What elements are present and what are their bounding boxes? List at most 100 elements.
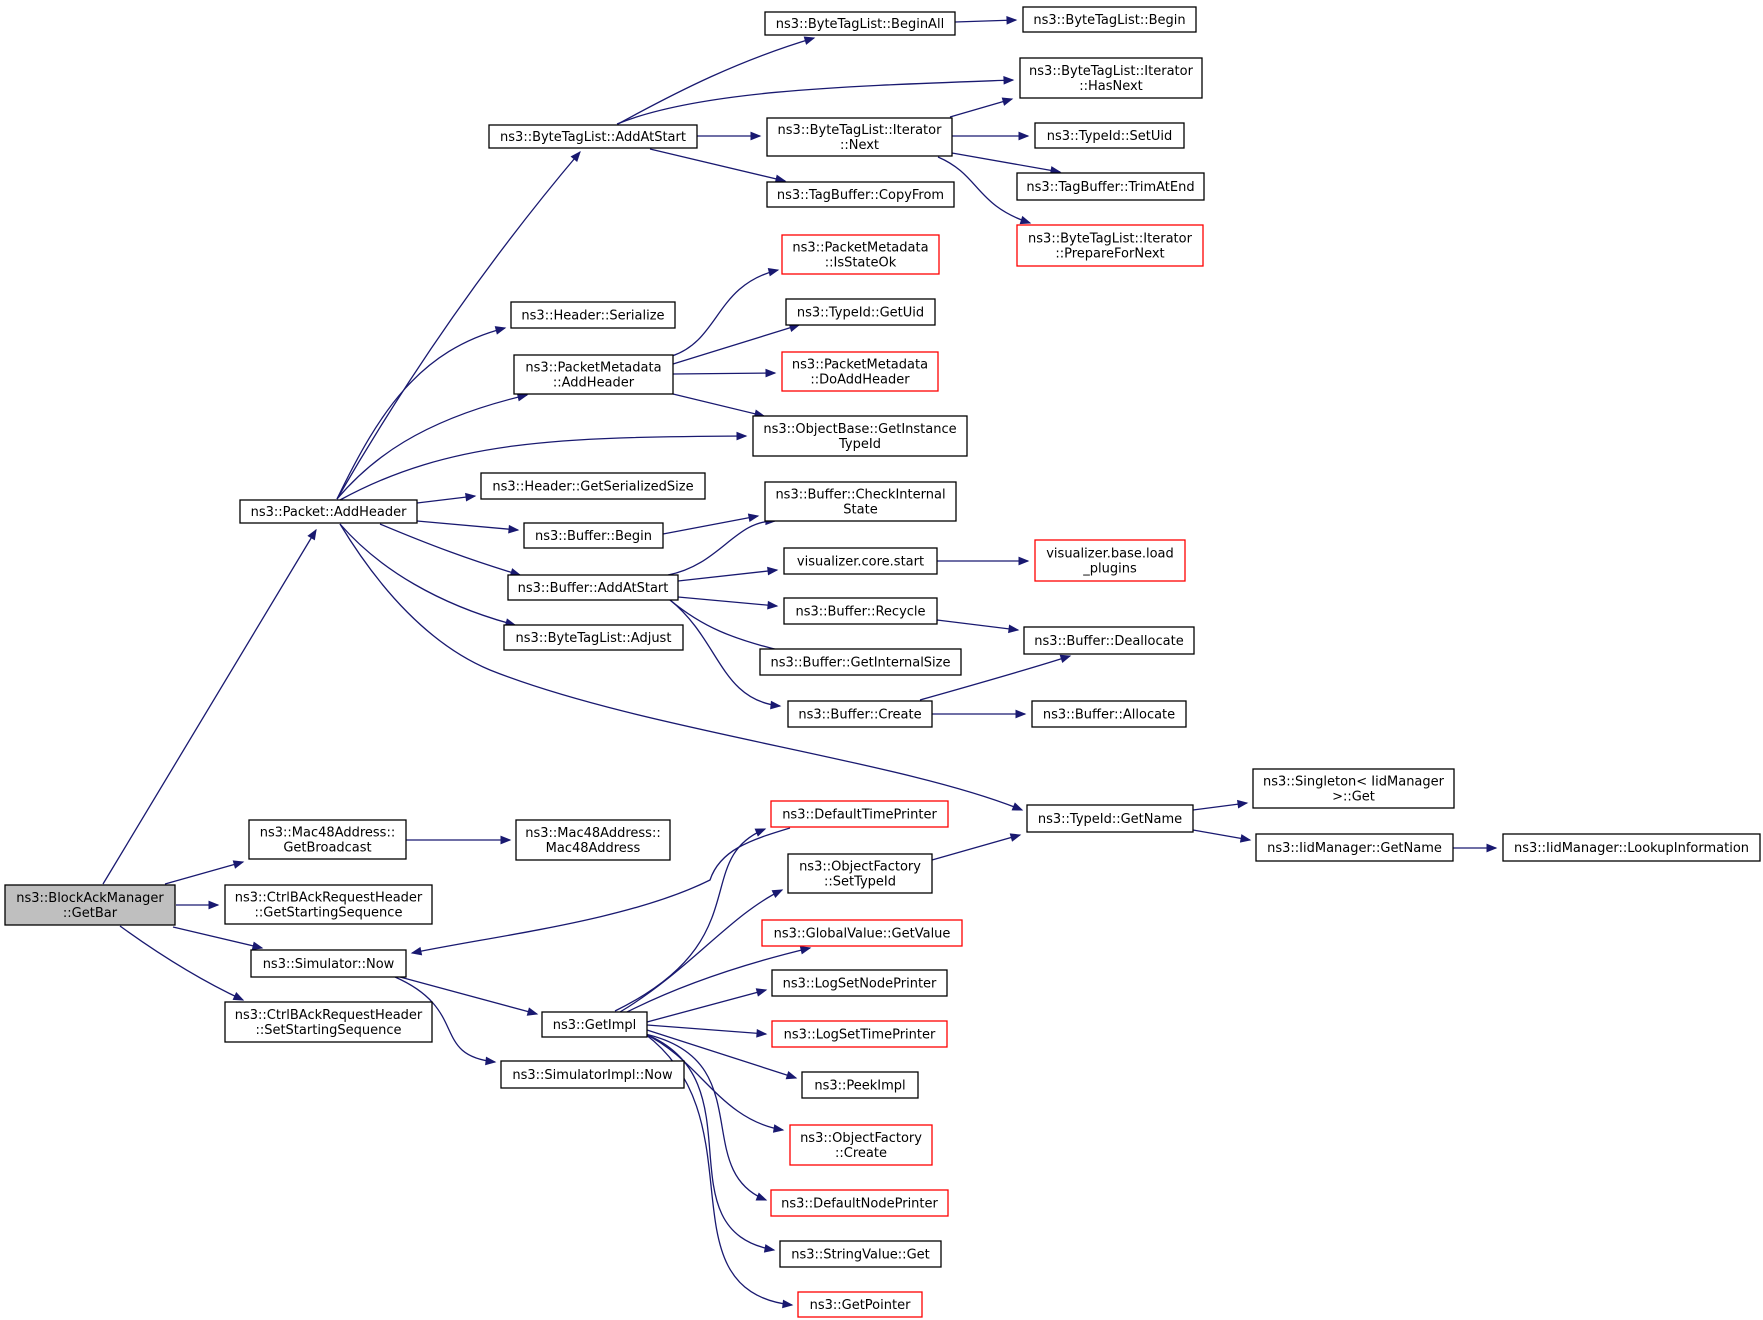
- node-peekimpl[interactable]: ns3::PeekImpl: [801, 1071, 919, 1099]
- edge-pm_addheader-to-ob_getinst: [672, 393, 766, 418]
- node-btli-hasnext[interactable]: ns3::ByteTagList::Iterator::HasNext: [1019, 57, 1203, 99]
- node-label: ns3::IidManager::LookupInformation: [1514, 841, 1749, 856]
- node-label: ns3::Mac48Address::: [525, 826, 660, 841]
- node-getimpl[interactable]: ns3::GetImpl: [541, 1011, 648, 1038]
- node-ctrl-setss[interactable]: ns3::CtrlBAckRequestHeader::SetStartingS…: [224, 1001, 433, 1043]
- node-box: [766, 117, 953, 157]
- edge-mac48_getbc-to-mac48_ctor: [406, 835, 512, 845]
- node-label: ns3::ByteTagList::AddAtStart: [500, 130, 686, 145]
- node-pkt-addheader[interactable]: ns3::Packet::AddHeader: [239, 499, 418, 524]
- node-btl-begin[interactable]: ns3::ByteTagList::Begin: [1022, 6, 1197, 33]
- node-label: visualizer.base.load: [1046, 547, 1174, 562]
- edge-btli_next-to-btli_hasnext: [949, 97, 1014, 118]
- node-of-create[interactable]: ns3::ObjectFactory::Create: [789, 1124, 933, 1166]
- node-btl-addatstart[interactable]: ns3::ByteTagList::AddAtStart: [488, 124, 698, 149]
- node-of-settypeid[interactable]: ns3::ObjectFactory::SetTypeId: [787, 853, 933, 894]
- node-typeid-getuid[interactable]: ns3::TypeId::GetUid: [785, 298, 936, 326]
- edge-buf_addatstart-to-vis_start: [677, 566, 779, 582]
- node-mac48-ctor[interactable]: ns3::Mac48Address::Mac48Address: [515, 819, 671, 861]
- node-label: ns3::Buffer::Recycle: [795, 605, 925, 620]
- node-box: [789, 1124, 933, 1166]
- node-label: ns3::ByteTagList::Iterator: [1028, 232, 1193, 247]
- node-def-nodeprinter[interactable]: ns3::DefaultNodePrinter: [770, 1189, 949, 1217]
- node-log-timeprinter[interactable]: ns3::LogSetTimePrinter: [771, 1020, 948, 1048]
- edge-btli_next-to-btli_prep: [937, 156, 1032, 225]
- node-iid-lookup[interactable]: ns3::IidManager::LookupInformation: [1502, 833, 1761, 862]
- node-buf-create[interactable]: ns3::Buffer::Create: [787, 700, 933, 728]
- node-buf-dealloc[interactable]: ns3::Buffer::Deallocate: [1023, 626, 1195, 655]
- edge-btl_beginall-to-btl_begin: [954, 15, 1018, 25]
- node-typeid-setuid[interactable]: ns3::TypeId::SetUid: [1034, 122, 1185, 149]
- node-box: [523, 522, 664, 549]
- node-vis-load[interactable]: visualizer.base.load_plugins: [1034, 539, 1186, 582]
- node-label: ::SetStartingSequence: [255, 1023, 401, 1038]
- node-label: ns3::LogSetTimePrinter: [784, 1028, 936, 1043]
- node-btl-adjust[interactable]: ns3::ByteTagList::Adjust: [503, 624, 684, 651]
- node-sv-get[interactable]: ns3::StringValue::Get: [779, 1240, 942, 1268]
- node-buf-getint[interactable]: ns3::Buffer::GetInternalSize: [759, 648, 962, 676]
- node-label: ns3::TypeId::GetUid: [797, 306, 924, 321]
- node-label: _plugins: [1082, 562, 1137, 577]
- node-label: ns3::Simulator::Now: [263, 957, 395, 972]
- node-label: ns3::TypeId::GetName: [1038, 812, 1182, 827]
- node-sim-now[interactable]: ns3::Simulator::Now: [250, 949, 407, 978]
- node-hdr-serialize[interactable]: ns3::Header::Serialize: [510, 301, 676, 329]
- node-box: [1022, 6, 1197, 33]
- node-buf-addatstart[interactable]: ns3::Buffer::AddAtStart: [507, 574, 679, 601]
- node-iid-getname[interactable]: ns3::IidManager::GetName: [1255, 833, 1454, 862]
- edge-buf_addatstart-to-buf_getint: [669, 599, 802, 658]
- node-log-nodeprinter[interactable]: ns3::LogSetNodePrinter: [771, 969, 948, 997]
- node-pm-doaddheader[interactable]: ns3::PacketMetadata::DoAddHeader: [781, 351, 939, 392]
- node-btli-next[interactable]: ns3::ByteTagList::Iterator::Next: [766, 117, 953, 157]
- node-box: [797, 1291, 923, 1318]
- node-hdr-getser[interactable]: ns3::Header::GetSerializedSize: [480, 472, 706, 500]
- node-buf-alloc[interactable]: ns3::Buffer::Allocate: [1031, 700, 1187, 728]
- edge-pkt_addheader-to-btl_adjust: [339, 523, 517, 627]
- node-vis-start[interactable]: visualizer.core.start: [783, 547, 938, 575]
- node-box: [224, 884, 433, 925]
- node-btli-prep[interactable]: ns3::ByteTagList::Iterator::PrepareForNe…: [1016, 224, 1204, 267]
- edge-buf_begin-to-buf_check: [662, 513, 760, 535]
- edge-def_timeprinter-to-sim_now: [410, 827, 791, 956]
- node-buf-recycle[interactable]: ns3::Buffer::Recycle: [783, 597, 938, 625]
- node-label: ns3::Packet::AddHeader: [251, 505, 407, 520]
- node-box: [787, 700, 933, 728]
- node-mac48-getbc[interactable]: ns3::Mac48Address::GetBroadcast: [248, 819, 407, 860]
- node-box: [488, 124, 698, 149]
- node-getpointer[interactable]: ns3::GetPointer: [797, 1291, 923, 1318]
- edge-btli_next-to-typeid_setuid: [952, 131, 1030, 141]
- node-label: ::HasNext: [1079, 79, 1143, 94]
- node-label: ns3::StringValue::Get: [791, 1248, 929, 1263]
- node-label: ns3::ObjectBase::GetInstance: [763, 422, 956, 437]
- node-label: ns3::TagBuffer::CopyFrom: [777, 188, 944, 203]
- edge-buf_addatstart-to-buf_create: [669, 599, 782, 710]
- node-pm-isstateok[interactable]: ns3::PacketMetadata::IsStateOk: [781, 234, 940, 275]
- node-label: ns3::SimulatorImpl::Now: [512, 1068, 673, 1083]
- node-simimpl-now[interactable]: ns3::SimulatorImpl::Now: [500, 1060, 685, 1089]
- edge-root-to-ctrl_getss: [176, 900, 220, 910]
- node-root[interactable]: ns3::BlockAckManager::GetBar: [4, 884, 176, 926]
- node-buf-begin[interactable]: ns3::Buffer::Begin: [523, 522, 664, 549]
- node-ctrl-getss[interactable]: ns3::CtrlBAckRequestHeader::GetStartingS…: [224, 884, 433, 925]
- node-tagbuf-trim[interactable]: ns3::TagBuffer::TrimAtEnd: [1016, 172, 1205, 201]
- node-tagbuf-copy[interactable]: ns3::TagBuffer::CopyFrom: [766, 181, 955, 208]
- node-singleton-get[interactable]: ns3::Singleton< IidManager>::Get: [1252, 768, 1455, 809]
- node-label: ns3::Mac48Address::: [260, 826, 395, 841]
- node-pm-addheader[interactable]: ns3::PacketMetadata::AddHeader: [513, 354, 674, 395]
- node-btl-beginall[interactable]: ns3::ByteTagList::BeginAll: [764, 11, 956, 36]
- edge-buf_addatstart-to-buf_check: [667, 516, 777, 576]
- node-label: ::AddHeader: [553, 376, 635, 391]
- node-def-timeprinter[interactable]: ns3::DefaultTimePrinter: [770, 800, 949, 828]
- node-box: [766, 181, 955, 208]
- node-label: ns3::ByteTagList::Adjust: [516, 631, 672, 646]
- edge-of_settypeid-to-typeid_getname: [931, 833, 1022, 861]
- node-label: ::IsStateOk: [825, 256, 897, 271]
- node-typeid-getname[interactable]: ns3::TypeId::GetName: [1026, 804, 1194, 833]
- node-box: [787, 853, 933, 894]
- node-gv-getvalue[interactable]: ns3::GlobalValue::GetValue: [761, 919, 963, 947]
- node-label: ns3::Singleton< IidManager: [1263, 775, 1445, 790]
- node-label: ::Create: [835, 1146, 887, 1161]
